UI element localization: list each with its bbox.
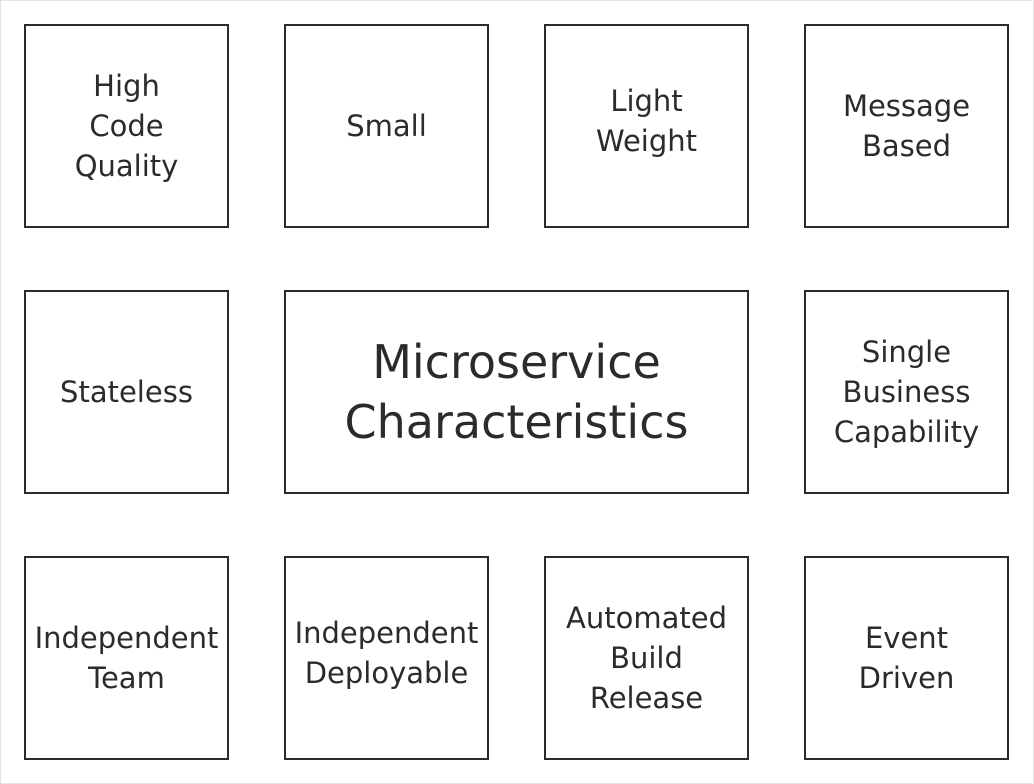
box-label-line: Driven: [858, 661, 955, 695]
diagram-title-line: Microservice: [372, 335, 661, 389]
box-label-line: Independent: [34, 621, 219, 655]
box-label-line: Code: [89, 109, 164, 143]
box-light-weight: Light Weight: [544, 24, 749, 228]
box-label-line: Weight: [595, 124, 698, 158]
box-event-driven: Event Driven: [804, 556, 1009, 760]
box-label-line: Business: [842, 375, 971, 409]
box-high-code-quality: High Code Quality: [24, 24, 229, 228]
box-label-line: Team: [88, 661, 165, 695]
box-single-business-capability: Single Business Capability: [804, 290, 1009, 494]
box-label-line: Quality: [74, 149, 179, 183]
box-stateless: Stateless: [24, 290, 229, 494]
box-label-line: Event: [864, 621, 949, 655]
box-label-line: Deployable: [304, 656, 469, 690]
box-label-line: Single: [861, 335, 952, 369]
box-label-line: Capability: [833, 415, 980, 449]
box-independent-team: Independent Team: [24, 556, 229, 760]
box-message-based: Message Based: [804, 24, 1009, 228]
box-independent-deployable: Independent Deployable: [284, 556, 489, 760]
box-microservice-characteristics: Microservice Characteristics: [284, 290, 749, 494]
box-label-line: Build: [610, 641, 683, 675]
box-label-line: Light: [610, 84, 683, 118]
box-label-line: Automated: [566, 601, 727, 635]
box-small: Small: [284, 24, 489, 228]
box-label-line: Independent: [294, 616, 479, 650]
box-label-line: Based: [861, 129, 952, 163]
box-label-line: Message: [842, 89, 971, 123]
box-automated-build-release: Automated Build Release: [544, 556, 749, 760]
box-label-line: Small: [346, 109, 427, 143]
box-label-line: High: [93, 69, 160, 103]
box-label-line: Release: [589, 681, 704, 715]
box-label-line: Stateless: [60, 375, 193, 409]
diagram-title-line: Characteristics: [344, 395, 689, 449]
